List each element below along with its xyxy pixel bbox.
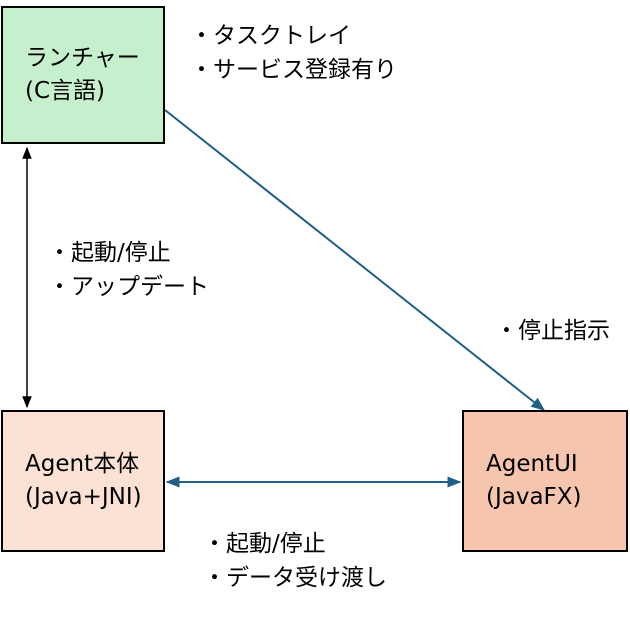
note-line: タスクトレイ [190, 19, 397, 53]
agent-ui-node: AgentUI (JavaFX) [462, 410, 628, 552]
note-line: アップデート [48, 270, 209, 304]
note-line: 起動/停止 [48, 236, 209, 270]
agent-ui-node-language: (JavaFX) [486, 484, 582, 510]
note-line: 停止指示 [495, 314, 610, 348]
launcher-ui-edge-label: 停止指示 [495, 314, 610, 348]
launcher-node-language: (C言語) [25, 78, 106, 104]
agent-core-node-title: Agent本体 [25, 451, 140, 477]
note-line: 起動/停止 [203, 527, 387, 561]
launcher-core-edge-label: 起動/停止 アップデート [48, 236, 209, 304]
note-line: データ受け渡し [203, 561, 387, 595]
launcher-node: ランチャー (C言語) [1, 6, 165, 144]
agent-core-node: Agent本体 (Java+JNI) [1, 410, 165, 552]
note-line: サービス登録有り [190, 53, 397, 87]
agent-core-node-language: (Java+JNI) [25, 484, 142, 510]
core-ui-edge-label: 起動/停止 データ受け渡し [203, 527, 387, 595]
arrow-launcher-agent-ui [164, 109, 546, 411]
launcher-feature-notes: タスクトレイ サービス登録有り [190, 19, 397, 87]
agent-ui-node-title: AgentUI [486, 451, 578, 477]
launcher-node-title: ランチャー [25, 45, 140, 71]
